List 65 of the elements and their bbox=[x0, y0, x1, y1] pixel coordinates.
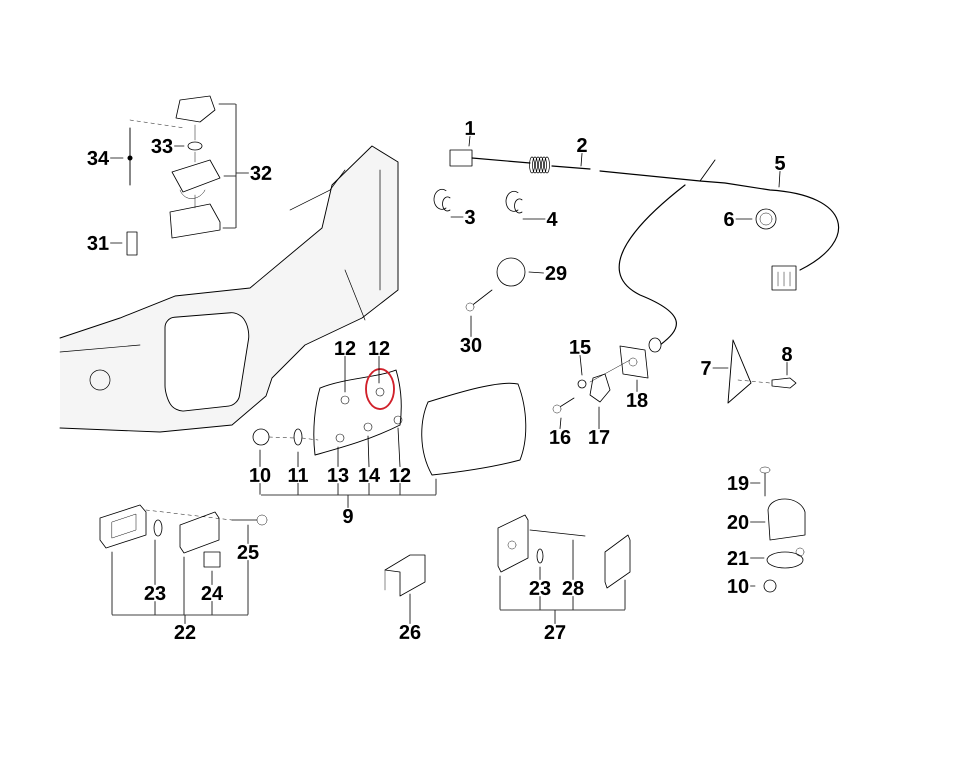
bracket-line bbox=[154, 601, 156, 615]
leader-line bbox=[580, 152, 582, 166]
leader-line bbox=[344, 356, 346, 392]
callout-number: 34 bbox=[87, 150, 109, 166]
callout-number: 20 bbox=[728, 514, 748, 530]
callout-number: 7 bbox=[701, 361, 711, 375]
callout-number: 23 bbox=[530, 580, 550, 596]
callout-number: 10 bbox=[728, 578, 748, 594]
leader-line bbox=[450, 216, 464, 218]
callout-number: 13 bbox=[328, 468, 348, 482]
callout-number: 21 bbox=[728, 551, 749, 565]
leader-line bbox=[636, 380, 638, 392]
callout-number: 3 bbox=[464, 210, 475, 224]
callout-number: 12 bbox=[369, 341, 390, 355]
callout-number: 25 bbox=[238, 544, 259, 560]
callout-number: 15 bbox=[570, 340, 591, 354]
callout-number: 2 bbox=[577, 138, 587, 152]
leader-line bbox=[522, 218, 546, 220]
leader-line bbox=[470, 316, 472, 337]
leader-line bbox=[580, 354, 582, 376]
leader-line bbox=[368, 436, 370, 468]
callout-number: 33 bbox=[151, 138, 172, 154]
callout-number: 31 bbox=[87, 236, 109, 250]
leader-line bbox=[786, 362, 788, 376]
callout-number: 32 bbox=[250, 166, 272, 180]
bracket-line bbox=[624, 580, 626, 610]
bracket-line bbox=[554, 610, 556, 624]
callout-number: 24 bbox=[202, 586, 223, 600]
callout-number: 1 bbox=[466, 121, 475, 135]
leader-line bbox=[750, 482, 760, 484]
bracket-line bbox=[572, 596, 574, 610]
leader-line bbox=[598, 406, 600, 430]
leader-line bbox=[572, 540, 574, 580]
callout-number: 4 bbox=[546, 212, 558, 226]
callout-number: 19 bbox=[728, 476, 748, 490]
callout-number: 18 bbox=[627, 392, 648, 408]
callout-number: 11 bbox=[288, 468, 308, 482]
callout-number: 29 bbox=[546, 266, 566, 280]
callout-number: 22 bbox=[174, 625, 196, 639]
leader-line bbox=[560, 418, 562, 429]
callout-number: 6 bbox=[724, 212, 734, 226]
callout-number: 23 bbox=[144, 586, 166, 600]
callout-number: 28 bbox=[562, 580, 584, 596]
bracket-line bbox=[236, 172, 249, 174]
leader-line bbox=[398, 428, 400, 468]
leader-line bbox=[736, 218, 752, 220]
leader-line bbox=[528, 272, 544, 274]
leader-line bbox=[110, 242, 122, 244]
leader-line bbox=[778, 170, 780, 188]
callout-number: 12 bbox=[335, 341, 356, 355]
callout-number: 14 bbox=[359, 468, 380, 482]
bracket-line bbox=[184, 615, 186, 624]
callout-number: 30 bbox=[460, 338, 482, 352]
callout-number: 17 bbox=[589, 430, 610, 444]
callout-number: 9 bbox=[343, 508, 353, 524]
callout-number: 10 bbox=[250, 468, 270, 482]
callout-number: 27 bbox=[544, 625, 566, 639]
callout-number: 16 bbox=[550, 430, 570, 444]
leader-line bbox=[154, 540, 156, 585]
bracket-line bbox=[368, 482, 370, 495]
callout-number: 12 bbox=[390, 468, 410, 482]
callout-number: 8 bbox=[782, 346, 792, 362]
leader-line bbox=[468, 136, 470, 146]
callout-number: 26 bbox=[400, 624, 420, 640]
callout-number: 5 bbox=[775, 156, 785, 170]
